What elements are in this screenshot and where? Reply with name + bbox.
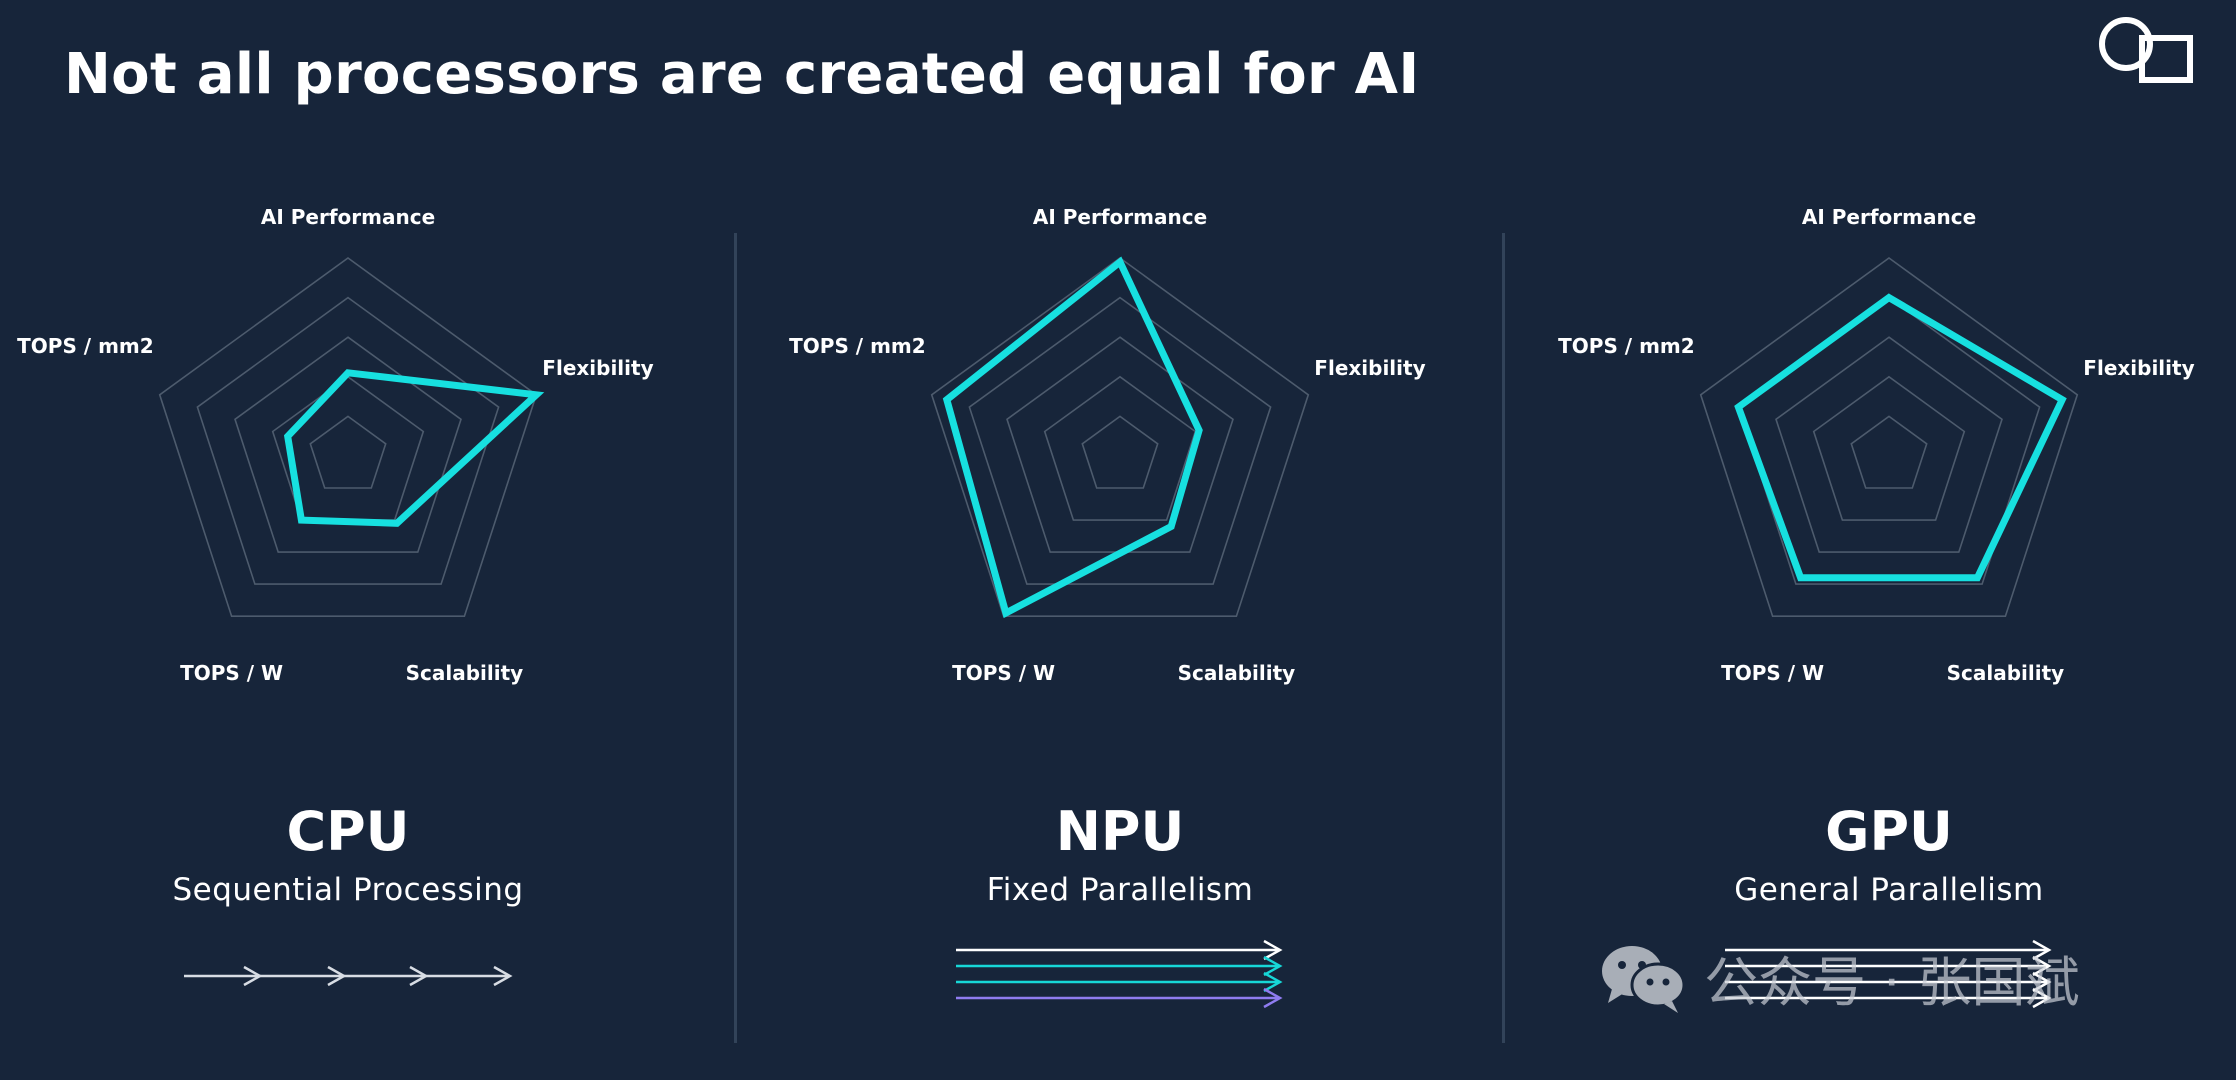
npu-subtitle: Fixed Parallelism: [986, 872, 1254, 908]
gpu-subtitle: General Parallelism: [1734, 872, 2044, 908]
radar-series-polygon: [1734, 293, 2067, 582]
gpu-parallel-arrows: [1725, 939, 2052, 1009]
axis-label: AI Performance: [261, 205, 435, 229]
parallel-arrow-head: [1263, 987, 1283, 1009]
parallel-arrow-head: [1263, 955, 1283, 977]
radar-grid-ring: [1775, 336, 2003, 553]
cpu-subtitle: Sequential Processing: [172, 872, 524, 908]
sequential-arrow-head: [243, 965, 263, 987]
npu-parallel-arrows: [956, 939, 1283, 1009]
parallel-arrow-head: [2032, 987, 2052, 1009]
radar-grid-ring: [1699, 257, 2079, 618]
axis-label: AI Performance: [1802, 205, 1976, 229]
panel-divider-left: [734, 233, 737, 1043]
parallel-arrow-head: [2032, 971, 2052, 993]
radar-grid-ring: [158, 257, 538, 618]
parallel-arrow-head: [1263, 939, 1283, 961]
wechat-icon: [1602, 946, 1686, 1013]
radar-grid-ring: [1081, 415, 1159, 489]
watermark-text: 公众号 · 张国斌: [1704, 950, 2080, 1014]
parallel-arrow-head: [2032, 939, 2052, 961]
radar-series-polygon: [942, 256, 1203, 619]
radar-grid-ring: [1850, 415, 1928, 489]
sequential-arrow-head: [327, 965, 347, 987]
npu-title: NPU: [1055, 800, 1185, 863]
axis-label: Scalability: [1178, 661, 1296, 685]
watermark: 公众号 · 张国斌: [1598, 922, 2178, 1032]
axis-label: TOPS / mm2: [17, 334, 154, 358]
axis-label: Scalability: [1947, 661, 2065, 685]
radar-grid-ring: [930, 257, 1310, 618]
parallel-arrow-head: [1263, 971, 1283, 993]
slide-title: Not all processors are created equal for…: [64, 42, 1420, 107]
axis-label: Flexibility: [1314, 356, 1425, 380]
axis-label: TOPS / mm2: [789, 334, 926, 358]
radar-series-polygon: [283, 369, 545, 527]
panel-divider-right: [1502, 233, 1505, 1043]
radar-grid-ring: [968, 296, 1272, 585]
cpu-sequential-arrows: [184, 965, 513, 987]
radar-grid-ring: [234, 336, 462, 553]
axis-label: AI Performance: [1033, 205, 1207, 229]
parallel-arrow-head: [2032, 955, 2052, 977]
brand-logo-icon: [2099, 17, 2193, 83]
cpu-title: CPU: [286, 800, 410, 863]
radar-grid-ring: [309, 415, 387, 489]
radar-grid-ring: [1812, 375, 1966, 521]
axis-label: Flexibility: [542, 356, 653, 380]
radar-grid-ring: [1043, 375, 1197, 521]
axis-label: Scalability: [406, 661, 524, 685]
axis-label: Flexibility: [2083, 356, 2194, 380]
axis-label: TOPS / W: [1721, 661, 1824, 685]
axis-label: TOPS / W: [952, 661, 1055, 685]
sequential-arrow-head: [493, 965, 513, 987]
axis-label: TOPS / mm2: [1558, 334, 1695, 358]
axis-label: TOPS / W: [180, 661, 283, 685]
sequential-arrow-head: [409, 965, 429, 987]
gpu-title: GPU: [1825, 800, 1953, 863]
